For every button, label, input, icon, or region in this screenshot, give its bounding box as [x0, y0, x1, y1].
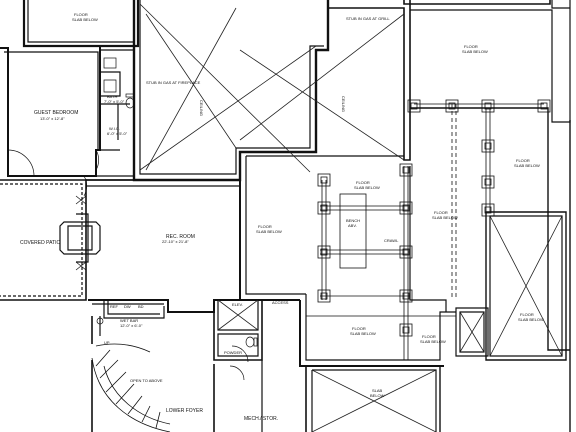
column-post-core — [484, 142, 492, 150]
column-post-core — [402, 292, 410, 300]
stub-gas-grill-note: STUB IN GAS AT GRILL — [346, 16, 390, 21]
floor-note-right-dim: SLAB BELOW — [514, 163, 540, 168]
rec-room-dim: 22'-10" x 21'-8" — [162, 239, 189, 244]
bench-sub-note: ABV. — [348, 223, 357, 228]
wet-bar-label: WET BAR — [120, 318, 138, 323]
ceiling-note-left: CEILING — [199, 100, 204, 116]
floor-note-crawl-left: FLOOR — [258, 224, 272, 229]
floor-note-lower-dim: SLAB BELOW — [350, 331, 376, 336]
column-post — [481, 203, 495, 217]
column-post-core — [484, 102, 492, 110]
stub-gas-fireplace-note: STUB IN GAS AT FIREPLACE — [146, 80, 201, 85]
floor-note-right: FLOOR — [516, 158, 530, 163]
column-post — [481, 99, 495, 113]
bench-note: BENCH — [346, 218, 360, 223]
floor-note-upper-right: FLOOR — [464, 44, 478, 49]
lower-foyer-label: LOWER FOYER — [166, 408, 203, 414]
crawl-pad — [339, 193, 367, 269]
dw-note: DW — [124, 304, 131, 309]
column-post-core — [320, 204, 328, 212]
wet-bar-dim: 12'-0" x 6'-0" — [120, 323, 143, 328]
column-post — [399, 323, 413, 337]
column-post — [445, 99, 459, 113]
plan-notes: FLOOR SLAB BELOW STUB IN GAS AT GRILL ST… — [72, 12, 544, 398]
column-post — [399, 289, 413, 303]
column-post-core — [484, 206, 492, 214]
column-post — [481, 175, 495, 189]
access-note: ACCESS — [272, 300, 289, 305]
floor-note-crawl-top: FLOOR — [356, 180, 370, 185]
floor-note-crawl-left-dim: SLAB BELOW — [256, 229, 282, 234]
ref-note: REF — [110, 304, 119, 309]
column-post — [317, 289, 331, 303]
floor-note-top: FLOOR — [74, 12, 88, 17]
up-note: UP — [104, 340, 110, 345]
floor-note-upper-right-dim: SLAB BELOW — [462, 49, 488, 54]
column-post-core — [402, 248, 410, 256]
floor-note-far-right-dim: SLAB BELOW — [518, 317, 544, 322]
floor-note-lower-right-dim: SLAB BELOW — [420, 339, 446, 344]
door-swings — [7, 149, 249, 381]
guest-bedroom-label: GUEST BEDROOM — [34, 110, 78, 116]
column-post — [537, 99, 551, 113]
roof-diagonals — [139, 3, 563, 432]
column-post-core — [484, 178, 492, 186]
floor-note-crawl-top-dim: SLAB BELOW — [354, 185, 380, 190]
slab-note-dim: BELOW — [370, 393, 385, 398]
covered-patio-label: COVERED PATIO — [20, 240, 60, 246]
column-post-core — [320, 176, 328, 184]
slab-note: SLAB — [372, 388, 383, 393]
floor-note-right-mid-dim: SLAB BELOW — [432, 215, 458, 220]
crawl-label: CRAWL — [384, 238, 399, 243]
column-post — [317, 201, 331, 215]
room-labels: GUEST BEDROOM 13'-0" x 12'-8" BATH 7'-0"… — [20, 94, 399, 422]
open-to-above-label: OPEN TO ABOVE — [130, 378, 163, 383]
wic-label: W.I.C. — [109, 126, 120, 131]
column-post — [317, 173, 331, 187]
powder-label: POWDER — [224, 350, 242, 355]
column-post — [317, 245, 331, 259]
bath-dim: 7'-0" x 5'-0" — [104, 99, 125, 104]
column-post — [399, 201, 413, 215]
elev-label: ELEV. — [232, 302, 243, 307]
floor-note-top-dim: SLAB BELOW — [72, 17, 98, 22]
column-post-core — [402, 166, 410, 174]
rec-room-label: REC. ROOM — [166, 234, 195, 240]
column-post-core — [410, 102, 418, 110]
column-post — [481, 139, 495, 153]
wic-dim: 6'-0" x 5'-0" — [107, 131, 128, 136]
column-post — [407, 99, 421, 113]
floor-note-right-mid: FLOOR — [434, 210, 448, 215]
column-post-core — [320, 292, 328, 300]
curved-stair — [91, 343, 171, 432]
column-post-core — [320, 248, 328, 256]
fixtures — [96, 57, 258, 348]
column-post-core — [448, 102, 456, 110]
bd-note: BD — [138, 304, 144, 309]
column-post-core — [540, 102, 548, 110]
ceiling-note-mid: CEILING — [341, 96, 346, 112]
column-post — [399, 245, 413, 259]
column-post-core — [402, 326, 410, 334]
mech-stor-label: MECH./ STOR. — [244, 416, 278, 422]
floor-note-far-right: FLOOR — [520, 312, 534, 317]
column-post-core — [402, 204, 410, 212]
column-post — [399, 163, 413, 177]
guest-bedroom-dim: 13'-0" x 12'-8" — [40, 116, 65, 121]
bath-label: BATH — [107, 94, 117, 99]
beams — [306, 103, 544, 360]
floor-note-lower-right: FLOOR — [422, 334, 436, 339]
floor-note-lower: FLOOR — [352, 326, 366, 331]
column-posts — [317, 99, 551, 337]
